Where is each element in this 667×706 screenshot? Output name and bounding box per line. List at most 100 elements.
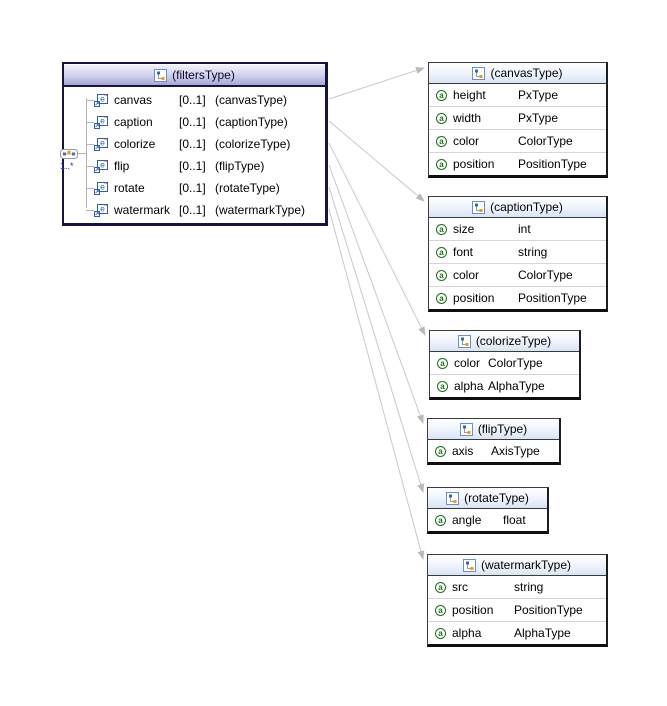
filterstype-body: e canvas [0..1] (canvasType) e bbox=[64, 87, 325, 223]
attribute-name: position bbox=[453, 157, 495, 171]
attribute-type: string bbox=[514, 580, 544, 594]
element-row[interactable]: e rotate [0..1] (rotateType) bbox=[64, 177, 325, 199]
attribute-icon bbox=[435, 604, 446, 616]
attribute-row[interactable]: color ColorType bbox=[429, 263, 606, 286]
attribute-row[interactable]: height PxType bbox=[429, 84, 606, 106]
filterstype-header[interactable]: (filtersType) bbox=[64, 64, 325, 87]
attribute-type: ColorType bbox=[518, 268, 573, 282]
type-box-title: (rotateType) bbox=[464, 491, 529, 505]
complextype-icon bbox=[462, 558, 476, 572]
attribute-type: ColorType bbox=[518, 134, 573, 148]
element-row[interactable]: e caption [0..1] (captionType) bbox=[64, 111, 325, 133]
attribute-name: axis bbox=[452, 444, 474, 458]
attribute-row[interactable]: src string bbox=[428, 576, 606, 598]
attribute-rows: src string position PositionType alpha A… bbox=[428, 576, 606, 644]
element-type: (flipType) bbox=[215, 159, 265, 173]
attribute-name: color bbox=[454, 356, 481, 370]
element-row[interactable]: e canvas [0..1] (canvasType) bbox=[64, 89, 325, 111]
attribute-row[interactable]: size int bbox=[429, 218, 606, 240]
attribute-name: color bbox=[453, 268, 480, 282]
attribute-name: size bbox=[453, 222, 475, 236]
element-rows: e canvas [0..1] (canvasType) e bbox=[64, 89, 325, 221]
element-cardinality: [0..1] bbox=[179, 181, 206, 195]
element-type: (rotateType) bbox=[215, 181, 280, 195]
complextype-icon bbox=[459, 422, 473, 436]
attribute-name: alpha bbox=[454, 379, 484, 393]
type-box-watermarkType: (watermarkType) src string position Posi… bbox=[427, 554, 608, 647]
attribute-type: int bbox=[518, 222, 531, 236]
type-box-header[interactable]: (flipType) bbox=[428, 419, 559, 440]
type-box-title: (flipType) bbox=[477, 422, 528, 436]
complextype-icon bbox=[154, 68, 168, 82]
element-name: canvas bbox=[114, 93, 153, 107]
type-box-canvasType: (canvasType) height PxType width PxType … bbox=[428, 62, 608, 178]
connector-caption bbox=[328, 120, 425, 202]
attribute-rows: height PxType width PxType color ColorTy… bbox=[429, 84, 606, 175]
element-icon: e bbox=[94, 93, 108, 107]
complextype-box-filtersType: (filtersType) e canvas [0 bbox=[60, 62, 328, 226]
attribute-type: PxType bbox=[518, 88, 559, 102]
attribute-name: alpha bbox=[452, 626, 482, 640]
element-type: (colorizeType) bbox=[215, 137, 291, 151]
attribute-name: position bbox=[453, 291, 495, 305]
type-box-colorizeType: (colorizeType) color ColorType alpha Alp… bbox=[429, 330, 581, 400]
complextype-icon bbox=[472, 200, 486, 214]
element-name: caption bbox=[114, 115, 153, 129]
element-row[interactable]: e flip [0..1] (flipType) bbox=[64, 155, 325, 177]
connector-colorize bbox=[328, 142, 426, 336]
attribute-row[interactable]: position PositionType bbox=[429, 152, 606, 175]
element-cardinality: [0..1] bbox=[179, 203, 206, 217]
attribute-icon bbox=[435, 581, 446, 593]
attribute-name: src bbox=[452, 580, 468, 594]
type-box-header[interactable]: (canvasType) bbox=[429, 63, 606, 84]
element-name: watermark bbox=[114, 203, 171, 217]
attribute-type: PositionType bbox=[514, 603, 583, 617]
attribute-row[interactable]: axis AxisType bbox=[428, 440, 559, 462]
attribute-row[interactable]: color ColorType bbox=[430, 352, 579, 374]
attribute-row[interactable]: alpha AlphaType bbox=[430, 374, 579, 397]
attribute-row[interactable]: alpha AlphaType bbox=[428, 621, 606, 644]
type-box-rotateType: (rotateType) angle float bbox=[427, 487, 549, 534]
svg-text:e: e bbox=[100, 182, 105, 192]
element-cardinality: [0..1] bbox=[179, 93, 206, 107]
element-row[interactable]: e watermark [0..1] (watermarkType) bbox=[64, 199, 325, 221]
attribute-icon bbox=[437, 380, 448, 392]
type-box-header[interactable]: (watermarkType) bbox=[428, 555, 606, 576]
element-name: flip bbox=[114, 159, 130, 173]
attribute-icon bbox=[436, 246, 447, 258]
attribute-icon bbox=[436, 135, 447, 147]
element-type: (captionType) bbox=[215, 115, 288, 129]
type-box-title: (watermarkType) bbox=[480, 558, 572, 572]
attribute-row[interactable]: width PxType bbox=[429, 106, 606, 129]
attribute-name: position bbox=[452, 603, 494, 617]
element-icon: e bbox=[94, 181, 108, 195]
occurrence-label: 1..* bbox=[60, 161, 74, 171]
attribute-row[interactable]: position PositionType bbox=[428, 598, 606, 621]
attribute-rows: angle float bbox=[428, 509, 547, 531]
element-icon: e bbox=[94, 137, 108, 151]
attribute-icon bbox=[436, 269, 447, 281]
attribute-row[interactable]: angle float bbox=[428, 509, 547, 531]
type-box-header[interactable]: (colorizeType) bbox=[430, 331, 579, 352]
attribute-type: AxisType bbox=[491, 444, 540, 458]
attribute-icon bbox=[437, 357, 448, 369]
attribute-name: height bbox=[453, 88, 486, 102]
attribute-row[interactable]: position PositionType bbox=[429, 286, 606, 309]
connector-canvas bbox=[328, 67, 425, 100]
attribute-type: float bbox=[503, 513, 526, 527]
attribute-name: angle bbox=[452, 513, 482, 527]
attribute-row[interactable]: color ColorType bbox=[429, 129, 606, 152]
element-icon: e bbox=[94, 115, 108, 129]
type-box-header[interactable]: (rotateType) bbox=[428, 488, 547, 509]
svg-text:e: e bbox=[100, 94, 105, 104]
type-box-header[interactable]: (captionType) bbox=[429, 197, 606, 218]
attribute-row[interactable]: font string bbox=[429, 240, 606, 263]
element-row[interactable]: e colorize [0..1] (colorizeType) bbox=[64, 133, 325, 155]
attribute-icon bbox=[436, 112, 447, 124]
sequence-icon[interactable] bbox=[60, 147, 78, 161]
attribute-name: width bbox=[453, 111, 482, 125]
type-box-title: (canvasType) bbox=[490, 66, 563, 80]
filterstype-title: (filtersType) bbox=[172, 68, 235, 82]
tree-vline bbox=[86, 98, 87, 208]
attribute-type: PositionType bbox=[518, 157, 587, 171]
